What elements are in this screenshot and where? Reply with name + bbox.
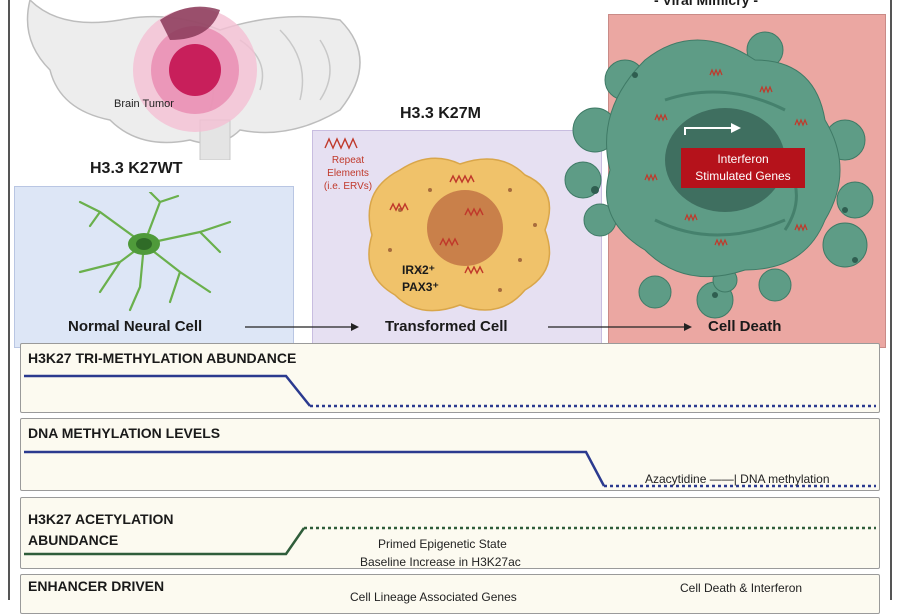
baseline-increase-label: Baseline Increase in H3K27ac — [360, 555, 521, 569]
h3k27ac-title-line1: H3K27 ACETYLATION — [28, 511, 174, 527]
primed-state-label: Primed Epigenetic State — [378, 537, 507, 551]
repeat-element-icon — [389, 174, 484, 275]
h3k27me3-bar — [20, 343, 880, 413]
h3k27me3-title: H3K27 TRI-METHYLATION ABUNDANCE — [28, 350, 297, 366]
dna-methylation-title: DNA METHYLATION LEVELS — [28, 425, 221, 441]
death-interferon-label: Cell Death & Interferon — [680, 581, 803, 595]
repeat-legend-line2: Elements — [327, 168, 369, 179]
tumor-cell-icon — [368, 157, 551, 312]
marker-irx2: IRX2⁺ — [402, 263, 436, 277]
isg-line1: Interferon — [717, 152, 769, 166]
dna-methylation-bar — [20, 418, 880, 491]
normal-neural-cell-label: Normal Neural Cell — [68, 318, 203, 335]
arrow-icon — [245, 323, 359, 331]
cell-markers: IRX2⁺ PAX3⁺ — [402, 262, 439, 296]
repeat-legend-line1: Repeat — [331, 155, 365, 166]
azacytidine-label: Azacytidine ——| DNA methylation — [645, 472, 830, 486]
repeat-element-icon — [324, 137, 358, 150]
neuron-icon — [78, 192, 232, 312]
brain-icon — [26, 0, 361, 160]
repeat-elements-legend: Repeat Elements (i.e. ERVs) — [318, 154, 378, 193]
h3k27ac-bar — [20, 497, 880, 569]
repeat-legend-line3: (i.e. ERVs) — [323, 181, 373, 192]
brain-tumor-label: Brain Tumor — [114, 98, 174, 110]
h3k27ac-title: H3K27 ACETYLATION ABUNDANCE — [28, 509, 173, 551]
h3k27ac-title-line2: ABUNDANCE — [28, 532, 119, 548]
figure-frame — [8, 0, 892, 600]
isg-box: Interferon Stimulated Genes — [681, 148, 805, 188]
wt-panel — [14, 186, 294, 348]
isg-line2: Stimulated Genes — [695, 169, 791, 183]
transformed-cell-label: Transformed Cell — [385, 318, 508, 335]
h3k27me3-line — [24, 374, 876, 408]
k27m-title: H3.3 K27M — [400, 105, 481, 122]
enhancer-title: ENHANCER DRIVEN — [28, 578, 165, 594]
arrow-icon — [548, 323, 692, 331]
cell-death-label: Cell Death — [708, 318, 782, 335]
dna-methylation-line — [24, 450, 876, 488]
h3k27ac-line — [24, 526, 876, 556]
marker-pax3: PAX3⁺ — [402, 280, 439, 294]
viral-mimicry-title: - Viral Mimicry - — [654, 0, 759, 8]
wt-title: H3.3 K27WT — [90, 160, 183, 177]
lineage-genes-label: Cell Lineage Associated Genes — [350, 590, 517, 604]
